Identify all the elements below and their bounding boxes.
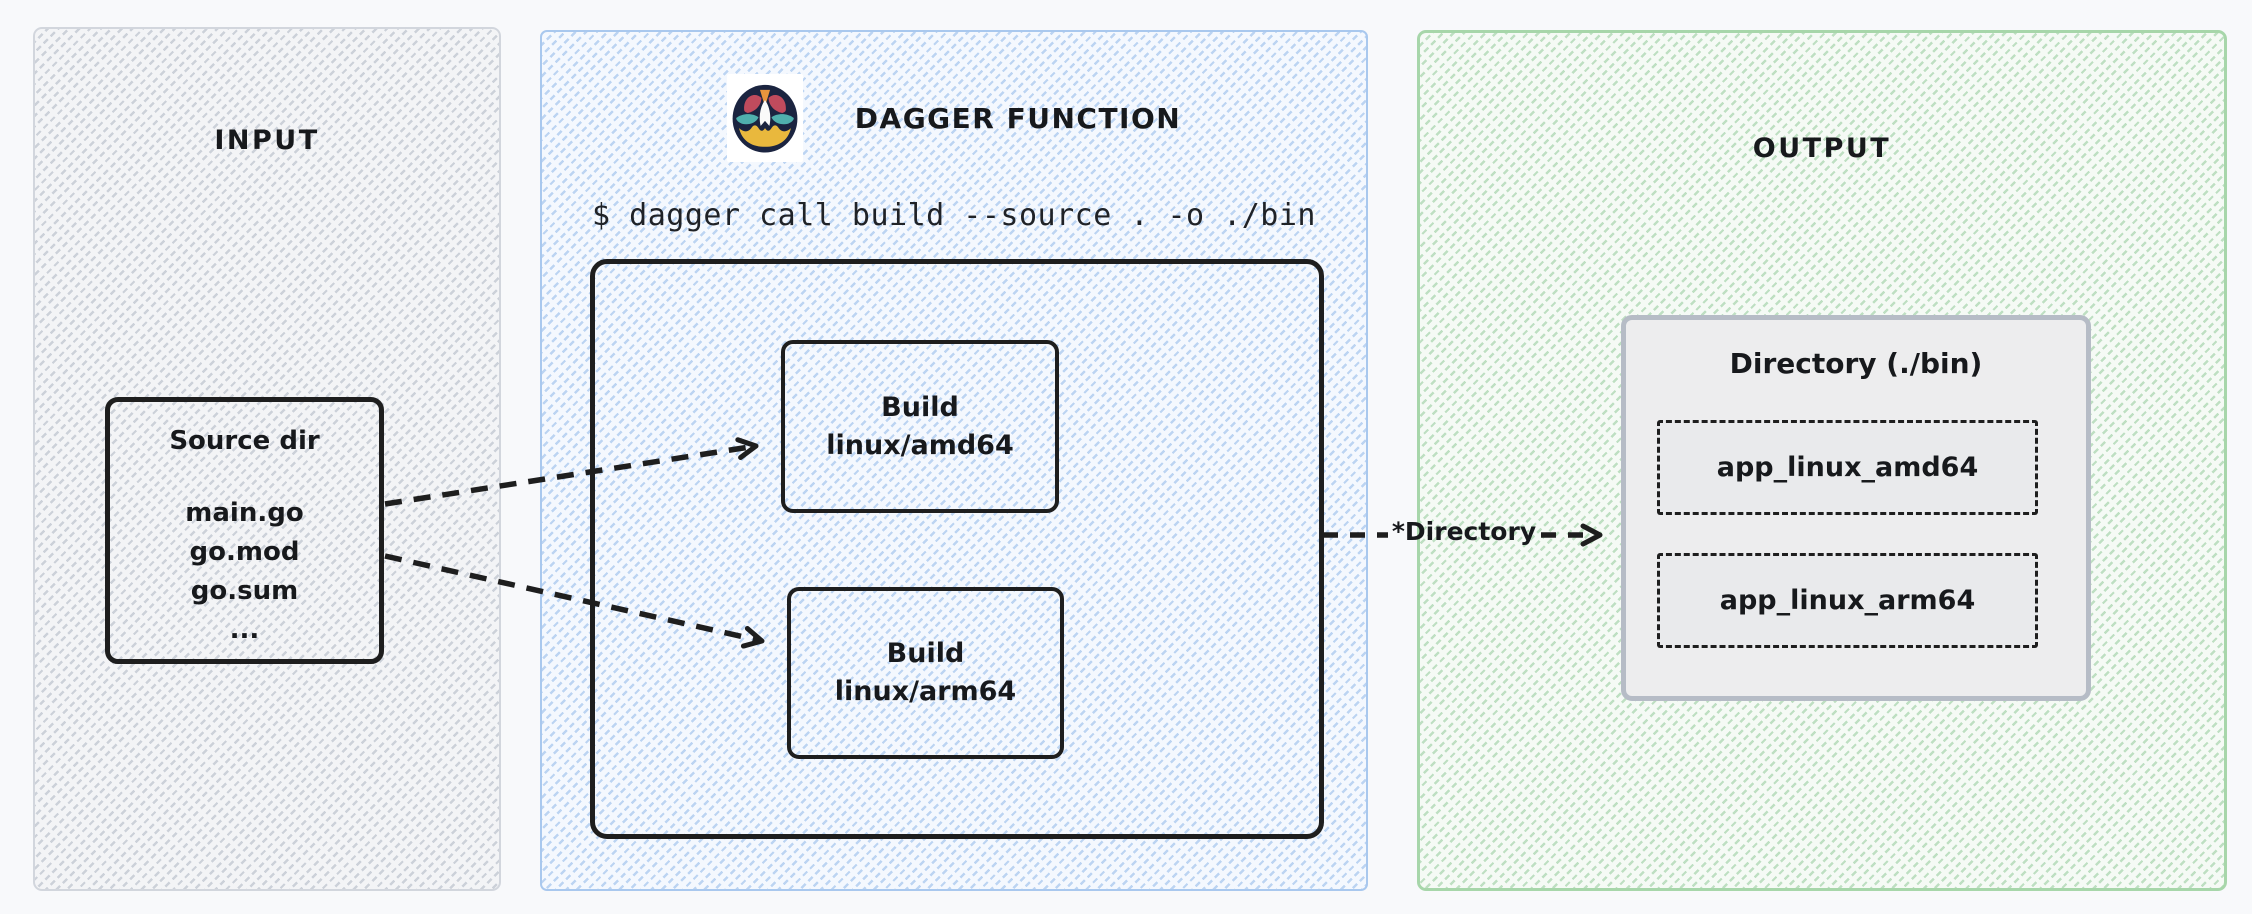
- output-panel-title: OUTPUT: [1752, 133, 1892, 164]
- build-box-arm64: Build linux/arm64: [787, 587, 1064, 759]
- input-panel-title: INPUT: [214, 125, 320, 156]
- directory-box-title: Directory (./bin): [1729, 347, 1983, 380]
- source-dir-box: Source dir main.go go.mod go.sum ...: [105, 397, 384, 664]
- output-file-amd64: app_linux_amd64: [1657, 420, 2038, 515]
- build-box-amd64-label: Build linux/amd64: [826, 389, 1013, 465]
- directory-box: Directory (./bin) app_linux_amd64 app_li…: [1621, 315, 2091, 701]
- directory-arrow-label: *Directory: [1391, 517, 1537, 546]
- source-file: main.go: [185, 498, 304, 528]
- pipeline-box: [590, 259, 1324, 839]
- source-file: go.mod: [189, 537, 300, 567]
- build-label-line: Build: [881, 391, 959, 423]
- source-dir-title: Source dir: [169, 426, 320, 456]
- source-file: go.sum: [190, 576, 299, 606]
- dagger-function-panel: DAGGER FUNCTION $ dagger call build --so…: [540, 30, 1368, 891]
- source-file-list: main.go go.mod go.sum ...: [110, 494, 379, 650]
- output-file-arm64-label: app_linux_arm64: [1719, 585, 1976, 616]
- output-panel: OUTPUT Directory (./bin) app_linux_amd64…: [1417, 30, 2227, 891]
- output-file-arm64: app_linux_arm64: [1657, 553, 2038, 648]
- build-box-amd64: Build linux/amd64: [781, 340, 1059, 513]
- dagger-command: $ dagger call build --source . -o ./bin: [592, 198, 1316, 233]
- function-header: DAGGER FUNCTION: [542, 74, 1366, 162]
- input-panel: INPUT Source dir main.go go.mod go.sum .…: [33, 27, 501, 891]
- output-file-amd64-label: app_linux_amd64: [1716, 452, 1979, 483]
- build-label-line: linux/arm64: [834, 676, 1017, 707]
- build-label-line: Build: [886, 638, 965, 669]
- build-box-arm64-label: Build linux/arm64: [835, 635, 1016, 711]
- function-title: DAGGER FUNCTION: [854, 101, 1182, 135]
- build-label-line: linux/amd64: [826, 429, 1014, 461]
- dagger-logo: [726, 74, 803, 162]
- source-file: ...: [229, 615, 260, 645]
- dagger-logo-icon: [732, 84, 798, 153]
